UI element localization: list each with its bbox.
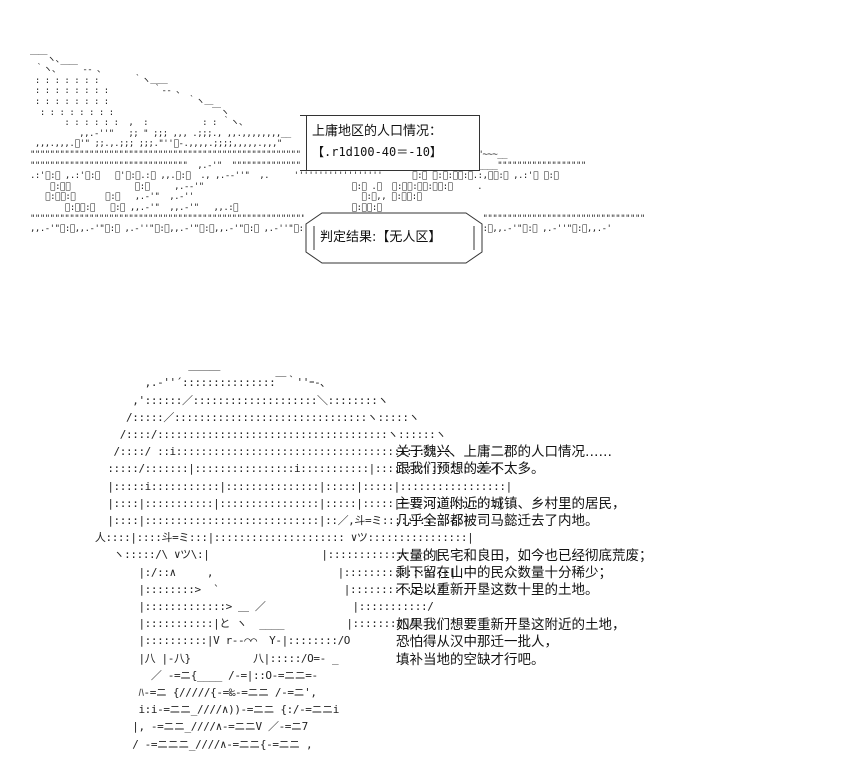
narration-paragraph-3: 大量的民宅和良田，如今也已经彻底荒废； 剩下留在山中的民众数量十分稀少； 不足以… bbox=[396, 548, 826, 600]
narration-line: 几乎全部都被司马懿迁去了内地。 bbox=[396, 513, 599, 530]
narration-paragraph-2: 主要河道附近的城镇、乡村里的居民， 几乎全部都被司马懿迁去了内地。 bbox=[396, 496, 826, 531]
narration-line: 恐怕得从汉中那迁一批人， bbox=[396, 634, 558, 651]
narration-line: 主要河道附近的城镇、乡村里的居民， bbox=[396, 495, 626, 512]
judgement-result-box: 判定结果:【无人区】 bbox=[304, 212, 484, 264]
population-roll-title: 上庸地区的人口情况： bbox=[312, 124, 443, 139]
narration-line: 剩下留在山中的民众数量十分稀少； bbox=[396, 565, 612, 582]
narration-paragraph-4: 如果我们想要重新开垦这附近的土地， 恐怕得从汉中那迁一批人， 填补当地的空缺才行… bbox=[396, 617, 826, 669]
character-ascii-art: ＿＿＿ ,.-''´:::::::::::::::￣｀''ｰ-､ ,':::::… bbox=[94, 359, 512, 751]
narration-line: 填补当地的空缺才行吧。 bbox=[396, 651, 545, 668]
population-roll-formula: 【.r1d100-40＝-10】 bbox=[312, 145, 442, 159]
box-left-border bbox=[306, 116, 307, 170]
narration-text: 关于魏兴、上庸二郡的人口情况…… 跟我们预想的差不太多。 主要河道附近的城镇、乡… bbox=[396, 444, 826, 686]
narration-paragraph-1: 关于魏兴、上庸二郡的人口情况…… 跟我们预想的差不太多。 bbox=[396, 444, 826, 479]
judgement-result-label: 判定结果:【无人区】 bbox=[320, 230, 442, 245]
narration-line: 不足以重新开垦这数十里的土地。 bbox=[396, 582, 599, 599]
narration-line: 大量的民宅和良田，如今也已经彻底荒废； bbox=[396, 547, 653, 564]
narration-line: 跟我们预想的差不太多。 bbox=[396, 461, 545, 478]
narration-line: 如果我们想要重新开垦这附近的土地， bbox=[396, 616, 626, 633]
narration-line: 关于魏兴、上庸二郡的人口情况…… bbox=[396, 444, 612, 460]
population-roll-box: 上庸地区的人口情况： 【.r1d100-40＝-10】 bbox=[300, 115, 480, 171]
judgement-result-frame bbox=[305, 212, 483, 264]
box-right-border bbox=[479, 116, 480, 170]
